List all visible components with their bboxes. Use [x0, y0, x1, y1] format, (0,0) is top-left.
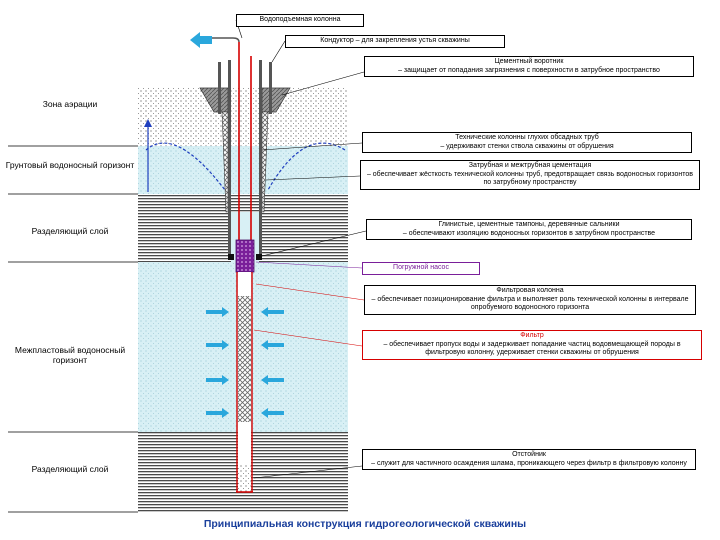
- callout-sump: Отстойник – служит для частичного осажде…: [362, 449, 696, 470]
- inflow-arrows: [206, 307, 284, 418]
- leader-line: [255, 261, 363, 269]
- inflow-arrow-icon: [261, 408, 284, 418]
- zone-label-interlayer: Межпластовый водоносный горизонт: [14, 345, 126, 365]
- zone-label-groundwater: Грунтовый водоносный горизонт: [5, 160, 135, 170]
- callout-title: Фильтровая колонна: [496, 287, 564, 294]
- callout-water-column: Водоподъемная колонна: [236, 14, 364, 27]
- plug-right: [256, 254, 262, 260]
- callout-filter-column: Фильтровая колонна – обеспечивает позици…: [364, 285, 696, 315]
- callout-filter: Фильтр – обеспечивает пропуск воды и зад…: [362, 330, 702, 360]
- callout-desc: – обеспечивает жёсткость технической кол…: [366, 170, 694, 187]
- callout-title: Технические колонны глухих обсадных труб: [455, 134, 599, 141]
- callout-desc: – обеспечивает позиционирование фильтра …: [371, 295, 689, 312]
- filter-column-inner: [238, 272, 251, 296]
- leader-line: [281, 71, 365, 96]
- technical-casing-left: [228, 60, 231, 260]
- callout-desc: – удерживают стенки ствола скважины от о…: [440, 142, 614, 150]
- zone-label-aeration: Зона аэрации: [42, 99, 98, 109]
- filter-screen: [238, 296, 251, 422]
- water-column-bend: [210, 37, 240, 43]
- callout-cementation: Затрубная и межтрубная цементация – обес…: [360, 160, 700, 190]
- technical-casing-right: [259, 60, 262, 260]
- callout-title: Отстойник: [512, 451, 546, 458]
- zone-label-separating-1: Разделяющий слой: [31, 226, 109, 236]
- depression-cone: [145, 142, 226, 191]
- callout-title: Погружной насос: [393, 264, 449, 271]
- leader-line: [255, 283, 365, 301]
- callout-cement-collar: Цементный воротник – защищает от попадан…: [364, 56, 694, 77]
- callout-desc: – обеспечивают изоляцию водоносных гориз…: [402, 229, 656, 237]
- sump: [238, 464, 251, 492]
- conductor-pipe-left: [218, 62, 221, 114]
- leader-line: [253, 465, 363, 479]
- diagram-caption: Принципиальная конструкция гидрогеологич…: [203, 518, 527, 530]
- plug-left: [228, 254, 234, 260]
- callout-pump: Погружной насос: [362, 262, 480, 275]
- callout-title: Глинистые, цементные тампоны, деревянные…: [438, 221, 620, 228]
- inflow-arrow-icon: [206, 307, 229, 317]
- leader-line: [265, 175, 361, 181]
- inflow-arrow-icon: [261, 340, 284, 350]
- callout-title: Цементный воротник: [494, 58, 564, 65]
- zone-label-separating-2: Разделяющий слой: [31, 464, 109, 474]
- leader-line: [261, 230, 367, 257]
- callout-plugs: Глинистые, цементные тампоны, деревянные…: [366, 219, 692, 240]
- leader-line: [261, 142, 363, 151]
- leader-line: [253, 329, 363, 347]
- callout-conductor: Кондуктор – для закрепления устья скважи…: [285, 35, 505, 48]
- leader-line: [271, 40, 286, 63]
- conductor-pipe-right: [269, 62, 272, 114]
- inflow-arrow-icon: [206, 340, 229, 350]
- aeration-zone-layer: [138, 88, 348, 146]
- callout-title: Затрубная и межтрубная цементация: [468, 162, 592, 169]
- filter-column-inner: [238, 422, 251, 464]
- inflow-arrow-icon: [206, 408, 229, 418]
- callout-title: Фильтр: [520, 332, 544, 339]
- callout-tech-columns: Технические колонны глухих обсадных труб…: [362, 132, 692, 153]
- depression-cone: [267, 142, 346, 191]
- inflow-arrow-icon: [206, 375, 229, 385]
- groundwater-layer: [138, 146, 348, 194]
- outflow-arrow-icon: [190, 32, 212, 48]
- callout-title: Водоподъемная колонна: [259, 16, 341, 23]
- callout-desc: – защищает от попадания загрязнения с по…: [398, 66, 660, 74]
- callout-desc: – служит для частичного осаждения шлама,…: [371, 459, 687, 467]
- submersible-pump: [235, 239, 255, 273]
- callout-desc: – обеспечивает пропуск воды и задерживае…: [383, 340, 681, 357]
- flow-arrowhead: [144, 119, 152, 127]
- leader-lines: [235, 19, 367, 479]
- callout-title: Кондуктор – для закрепления устья скважи…: [320, 37, 470, 44]
- inflow-arrow-icon: [261, 375, 284, 385]
- inflow-arrow-icon: [261, 307, 284, 317]
